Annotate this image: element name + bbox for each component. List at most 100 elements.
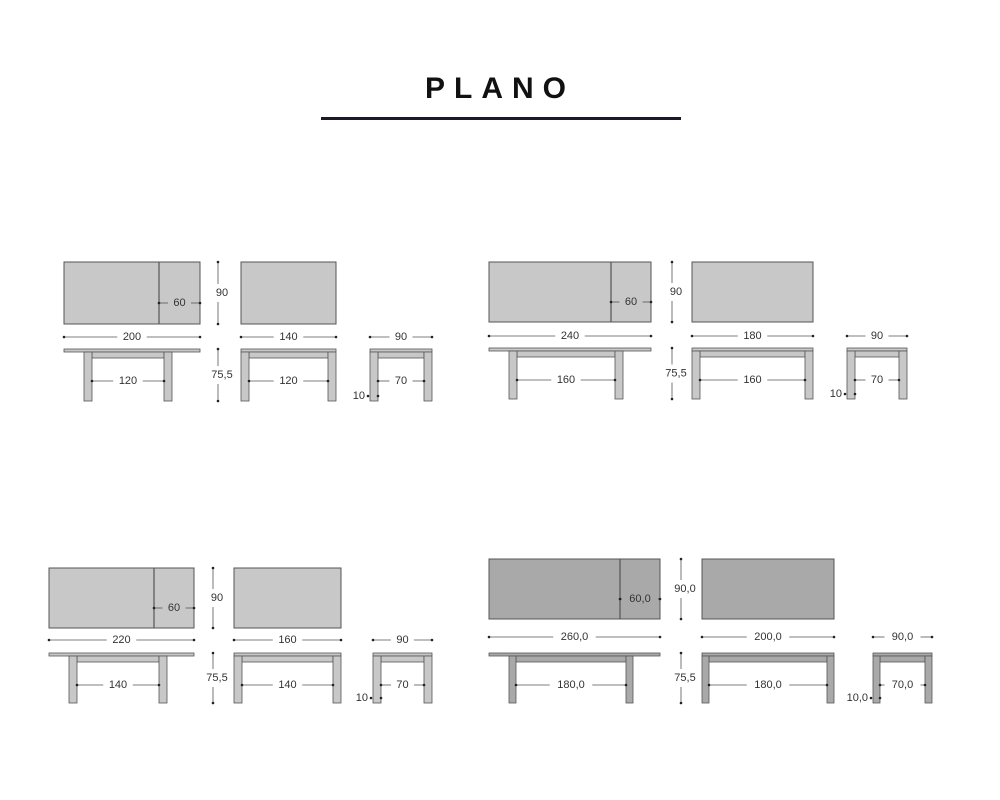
side-elevation-leg (898, 350, 908, 400)
width-dimension-tick (216, 322, 220, 326)
extension-leaf-dimension-tick (609, 300, 613, 304)
height-dimension-label: 75,5 (206, 672, 227, 684)
closed-elevation-leg (332, 655, 342, 704)
extended-length-dimension-label: 200 (123, 331, 141, 343)
extension-leaf-dimension-tick (618, 597, 622, 601)
side-leg-span-dimension-tick (422, 683, 426, 687)
page-title: PLANO (425, 72, 575, 105)
side-elevation-apron (377, 351, 425, 359)
closed-leg-span-dimension-tick (240, 683, 244, 687)
height-dimension-label: 75,5 (665, 367, 686, 379)
extended-elevation-leg (68, 655, 78, 704)
extended-length-dimension-tick (487, 334, 491, 338)
extension-leaf-dimension-tick (198, 301, 202, 305)
leg-size-tick (379, 696, 383, 700)
height-dimension-tick (216, 399, 220, 403)
height-dimension-label: 75,5 (211, 369, 232, 381)
extension-leaf-dimension-tick (658, 597, 662, 601)
extended-elevation-apron (91, 351, 165, 359)
extended-elevation-leg (508, 350, 518, 400)
side-elevation-leg (872, 655, 881, 704)
height-dimension-tick (211, 651, 215, 655)
extended-elevation-tabletop (488, 652, 661, 657)
side-leg-span-dimension-tick (878, 683, 882, 687)
extended-elevation-leg (508, 655, 517, 704)
closed-length-dimension-tick (811, 334, 815, 338)
width-dimension-label: 90 (670, 286, 682, 298)
extended-length-dimension-tick (198, 335, 202, 339)
closed-leg-span-dimension-label: 180,0 (754, 679, 782, 691)
side-elevation-leg (423, 351, 433, 402)
closed-leg-span-dimension-tick (825, 683, 829, 687)
closed-top-view (691, 261, 814, 323)
height-dimension-tick (216, 347, 220, 351)
width-dimension-tick (211, 626, 215, 630)
width-dimension-tick (670, 260, 674, 264)
width-dimension-tick (670, 320, 674, 324)
closed-elevation-leg (240, 351, 250, 402)
side-elevation-tabletop (369, 348, 433, 353)
extended-leg-span-dimension-tick (90, 379, 94, 383)
leg-size-tick (366, 394, 370, 398)
side-leg-span-dimension-tick (379, 683, 383, 687)
side-elevation-leg (372, 655, 382, 704)
closed-length-dimension-tick (832, 635, 836, 639)
extended-elevation-tabletop (48, 652, 195, 657)
side-elevation-apron (854, 350, 900, 358)
side-elevation-tabletop (372, 652, 433, 657)
extended-top-view (488, 261, 652, 323)
side-leg-span-dimension-label: 70,0 (892, 679, 913, 691)
extended-leg-span-dimension-tick (157, 683, 161, 687)
extension-leaf-dimension-label: 60 (168, 602, 180, 614)
side-width-dimension-tick (871, 635, 875, 639)
height-dimension-tick (670, 346, 674, 350)
closed-elevation-leg (233, 655, 243, 704)
closed-top-view (233, 567, 342, 629)
extended-length-dimension-tick (658, 635, 662, 639)
side-elevation-leg (423, 655, 433, 704)
extended-leg-span-dimension-tick (75, 683, 79, 687)
closed-leg-span-dimension-tick (707, 683, 711, 687)
side-width-dimension-tick (905, 334, 909, 338)
side-elevation-apron (879, 655, 926, 663)
title-underline (321, 117, 681, 120)
extended-elevation-leg (614, 350, 624, 400)
extended-elevation-leg (83, 351, 93, 402)
leg-size-tick (843, 392, 847, 396)
side-elevation-tabletop (846, 347, 908, 352)
width-dimension-tick (679, 617, 683, 621)
extended-elevation-apron (516, 350, 616, 358)
side-elevation-tabletop (872, 652, 933, 657)
closed-leg-span-dimension-tick (803, 378, 807, 382)
side-width-dimension-tick (930, 635, 934, 639)
height-dimension-tick (679, 651, 683, 655)
closed-leg-span-dimension-label: 120 (279, 375, 297, 387)
extended-top-view (48, 567, 195, 629)
closed-elevation-leg (826, 655, 835, 704)
extension-leaf-dimension-tick (192, 606, 196, 610)
side-width-dimension-tick (845, 334, 849, 338)
width-dimension-label: 90 (211, 592, 223, 604)
width-dimension-tick (679, 557, 683, 561)
closed-elevation-apron (699, 350, 806, 358)
extended-length-dimension-tick (47, 638, 51, 642)
extended-length-dimension-label: 260,0 (561, 631, 589, 643)
extension-leaf-dimension-label: 60 (625, 296, 637, 308)
leg-size-tick (376, 394, 380, 398)
closed-length-dimension-tick (334, 335, 338, 339)
side-width-dimension-tick (430, 638, 434, 642)
extension-leaf-dimension-label: 60,0 (629, 593, 650, 605)
closed-leg-span-dimension-tick (247, 379, 251, 383)
height-dimension-tick (679, 701, 683, 705)
extended-length-dimension-label: 240 (561, 330, 579, 342)
closed-length-dimension-tick (339, 638, 343, 642)
closed-leg-span-dimension-label: 140 (278, 679, 296, 691)
closed-leg-span-dimension-tick (698, 378, 702, 382)
side-elevation-apron (380, 655, 425, 663)
side-elevation-leg (924, 655, 933, 704)
side-leg-span-dimension-label: 70 (396, 679, 408, 691)
